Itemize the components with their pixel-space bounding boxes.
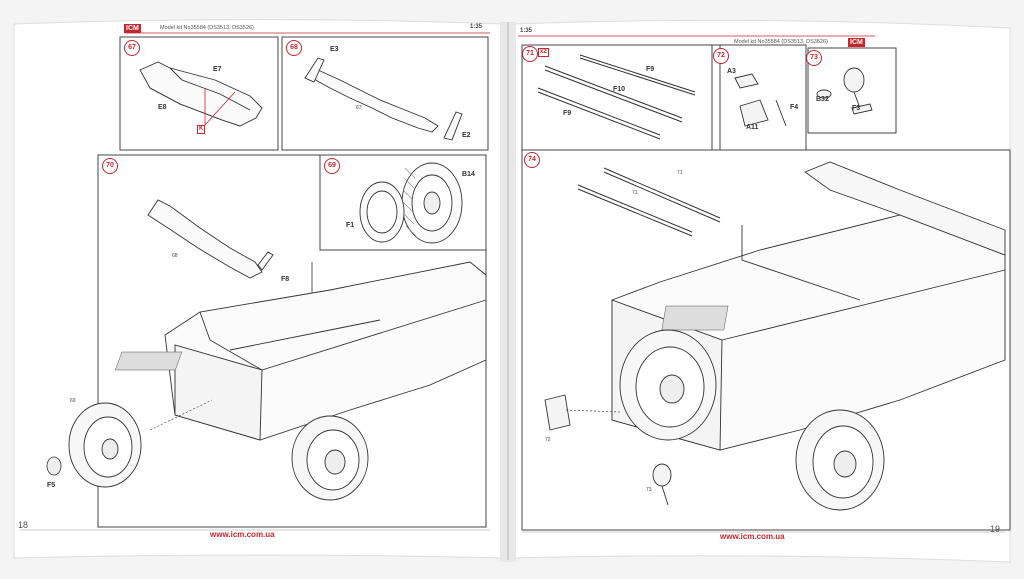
step-74-badge: 74 [524,152,540,168]
right-url: www.icm.com.ua [720,532,785,541]
left-logo: ICM [124,24,141,33]
right-logo: ICM [848,38,865,47]
part-f4: F4 [790,104,799,111]
step-67-badge: 67 [124,40,140,56]
part-k: K [197,125,206,134]
part-a3: A3 [727,68,736,75]
ref-73: 73 [646,487,652,493]
ref-68: 68 [172,253,178,259]
step-72-badge: 72 [713,48,729,64]
step-69-badge: 69 [324,158,340,174]
step-70-badge: 70 [102,158,118,174]
step-73-badge: 73 [806,50,822,66]
x2-tag: x2 [538,48,549,57]
left-header: Model kit No35584 (DS3513, DS3526) [160,25,254,31]
part-e8: E8 [158,104,167,111]
part-f9-a: F9 [646,66,655,73]
part-f9-b: F9 [563,110,572,117]
right-page-number: 19 [990,524,1001,534]
step-68-badge: 68 [286,40,302,56]
ref-72: 72 [545,437,551,443]
ref-69: 69 [70,398,76,404]
step-71-badge: 71 [522,46,538,62]
part-f10: F10 [613,86,626,93]
part-e2: E2 [462,132,471,139]
part-f3: F3 [852,105,861,112]
part-b14: B14 [462,171,475,178]
ref-71-a: 71 [677,170,683,176]
part-f1: F1 [346,222,355,229]
left-scale: 1:35 [470,24,483,30]
left-url: www.icm.com.ua [210,530,275,539]
ref-67: 67 [356,105,362,111]
part-f5: F5 [47,482,56,489]
part-e7: E7 [213,66,222,73]
right-scale: 1:35 [520,28,533,34]
part-e3: E3 [330,46,339,53]
left-page-number: 18 [18,520,29,530]
part-a11: A11 [746,124,759,131]
ref-71-b: 71 [632,190,638,196]
right-header: Model kit No35584 (DS3513, DS3526) [734,39,828,45]
part-b32: B32 [816,96,829,103]
part-f8: F8 [281,276,290,283]
